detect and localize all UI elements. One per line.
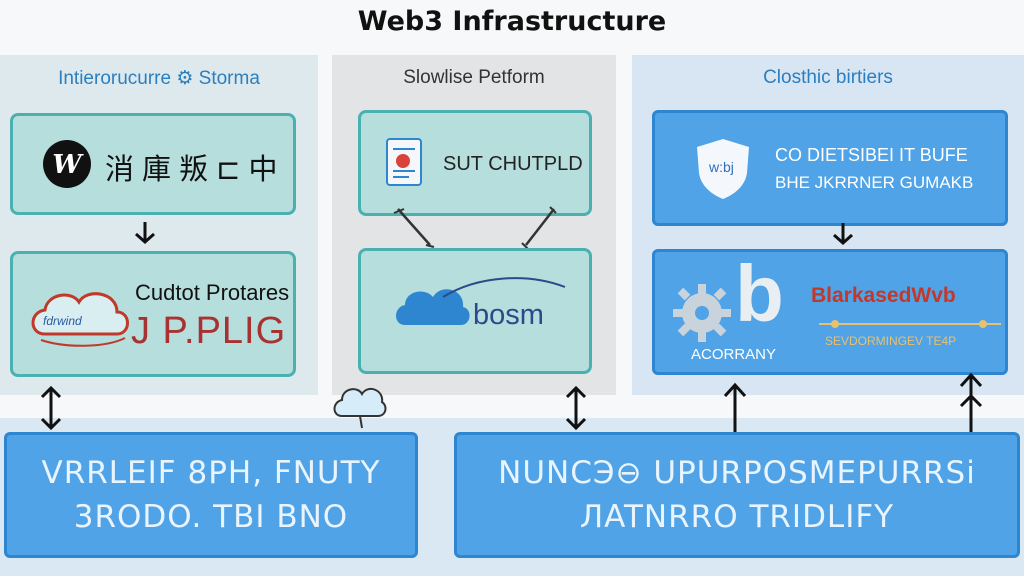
arrow-down-icon: [135, 222, 155, 245]
arrow-up-icon: [723, 382, 747, 432]
document-icon: [386, 138, 422, 186]
ornament-line-icon: [819, 320, 1001, 328]
node-label: J P.PLIG: [131, 310, 287, 352]
node-subtitle: Cudtot Protares: [135, 280, 290, 305]
node-sub-label: SEVDORMINGEV TE4P: [825, 334, 957, 348]
page-title: Web3 Infrastructure: [357, 6, 667, 37]
bottom-left-line1: VRRLEIF 8PH, FNUTY: [41, 455, 381, 491]
cloud-bubble-icon: [333, 387, 387, 429]
node-label: 消 庫 叛 ⊏ 中: [105, 154, 278, 186]
panel-title-right: Closthic birtiers: [763, 67, 893, 88]
bottom-left-line2: 3RODO. TBI BNO: [73, 499, 349, 535]
arrow-updown-icon: [565, 385, 587, 431]
cloud-label: fdrwind: [43, 314, 82, 328]
arrow-updown-icon: [959, 372, 983, 432]
gear-icon: [673, 284, 731, 342]
bottom-box-right[interactable]: NUNCЭ⊖ UPURPOSMEPURRSi ЛATNRRO TRIDLIFY: [454, 432, 1020, 558]
panel-title-middle: Slowlise Petform: [403, 67, 545, 88]
node-box-right-2[interactable]: b ACORRANY BlarkasedWvb SEVDORMINGEV TE4…: [652, 249, 1008, 375]
shield-icon: [697, 139, 749, 199]
svg-text:W: W: [52, 150, 84, 180]
connector-lines-icon: [393, 206, 557, 250]
bottom-right-line1: NUNCЭ⊖ UPURPOSMEPURRSi: [498, 455, 976, 491]
node-box-right-1[interactable]: w:bj CO DIETSIBEI IT BUFE BHE JKRRNER GU…: [652, 110, 1008, 226]
cloud-icon: [396, 289, 470, 325]
node-box-left-1[interactable]: W 消 庫 叛 ⊏ 中: [10, 113, 296, 215]
panel-title-left: Intieroruсurre ⚙ Storma: [58, 68, 260, 89]
node-box-mid-1[interactable]: SUT CHUTPLD: [358, 110, 592, 216]
shield-logo-text: w:bj: [709, 159, 734, 175]
node-label: SUT CHUTPLD: [443, 153, 583, 175]
node-label-left: ACORRANY: [691, 346, 777, 363]
swoosh-icon: [442, 277, 566, 298]
platform-panel: Slowlise Petform SUT CHUTPLD bosm: [332, 55, 616, 395]
bottom-right-line2: ЛATNRRO TRIDLIFY: [579, 499, 895, 535]
node-box-mid-2[interactable]: bosm: [358, 248, 592, 374]
cloud-logo-icon: [31, 292, 129, 347]
node-box-left-2[interactable]: fdrwind Cudtot Protares J P.PLIG: [10, 251, 296, 377]
node-label-line2: BHE JKRRNER GUMAKB: [775, 173, 974, 192]
infrastructure-panel: Intieroruсurre ⚙ Storma W 消 庫 叛 ⊏ 中 fdrw…: [0, 55, 318, 395]
w-logo-icon: W: [43, 140, 91, 188]
arrow-updown-icon: [40, 385, 62, 431]
brand-label: BlarkasedWvb: [811, 284, 956, 307]
client-panel: Closthic birtiers w:bj CO DIETSIBEI IT B…: [632, 55, 1024, 395]
node-label: bosm: [473, 299, 544, 331]
arrow-down-icon: [833, 223, 853, 246]
big-letter-logo: b: [735, 249, 784, 338]
bottom-box-left[interactable]: VRRLEIF 8PH, FNUTY 3RODO. TBI BNO: [4, 432, 418, 558]
node-label-line1: CO DIETSIBEI IT BUFE: [775, 145, 968, 165]
